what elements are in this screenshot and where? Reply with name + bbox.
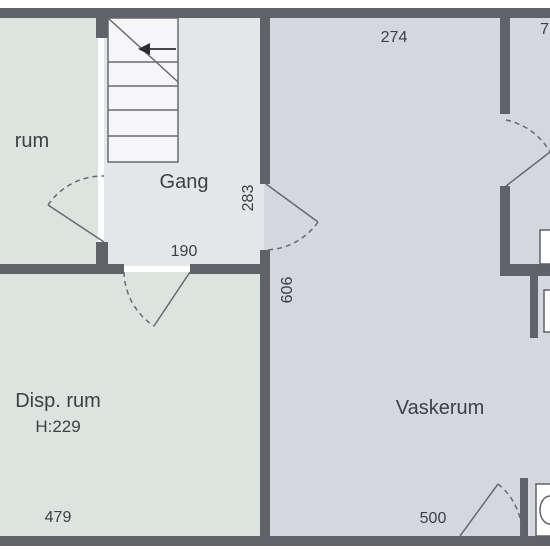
dimension-top-right-fragment: 7 xyxy=(540,21,549,38)
sink-fixture xyxy=(539,229,550,265)
staircase xyxy=(107,17,179,163)
left-room xyxy=(0,14,98,266)
door-left-room xyxy=(47,175,105,243)
door-storage xyxy=(123,271,191,327)
hall-label: Gang xyxy=(160,171,209,193)
door-laundry xyxy=(265,183,319,251)
dimension-storage-width: 479 xyxy=(45,509,72,526)
toilet-icon xyxy=(535,483,550,537)
arrow-left-icon xyxy=(138,43,176,55)
door-right-room xyxy=(505,119,550,187)
walls xyxy=(0,8,550,546)
fixture-box xyxy=(543,289,550,333)
dimension-hall-height: 283 xyxy=(240,185,257,212)
laundry-label: Vaskerum xyxy=(396,397,485,419)
storage-label: Disp. rum xyxy=(15,390,101,412)
dimension-hall-width: 190 xyxy=(171,243,198,260)
storage-height-label: H:229 xyxy=(35,417,80,436)
left-room-label: rum xyxy=(15,130,49,152)
dimension-laundry-width: 500 xyxy=(420,510,447,527)
dimension-wall-length: 606 xyxy=(279,277,296,304)
storage-room xyxy=(0,272,264,544)
dimension-top-width: 274 xyxy=(381,29,408,46)
door-bottom xyxy=(459,483,523,537)
laundry-room xyxy=(264,14,508,544)
right-small-room xyxy=(508,14,550,266)
